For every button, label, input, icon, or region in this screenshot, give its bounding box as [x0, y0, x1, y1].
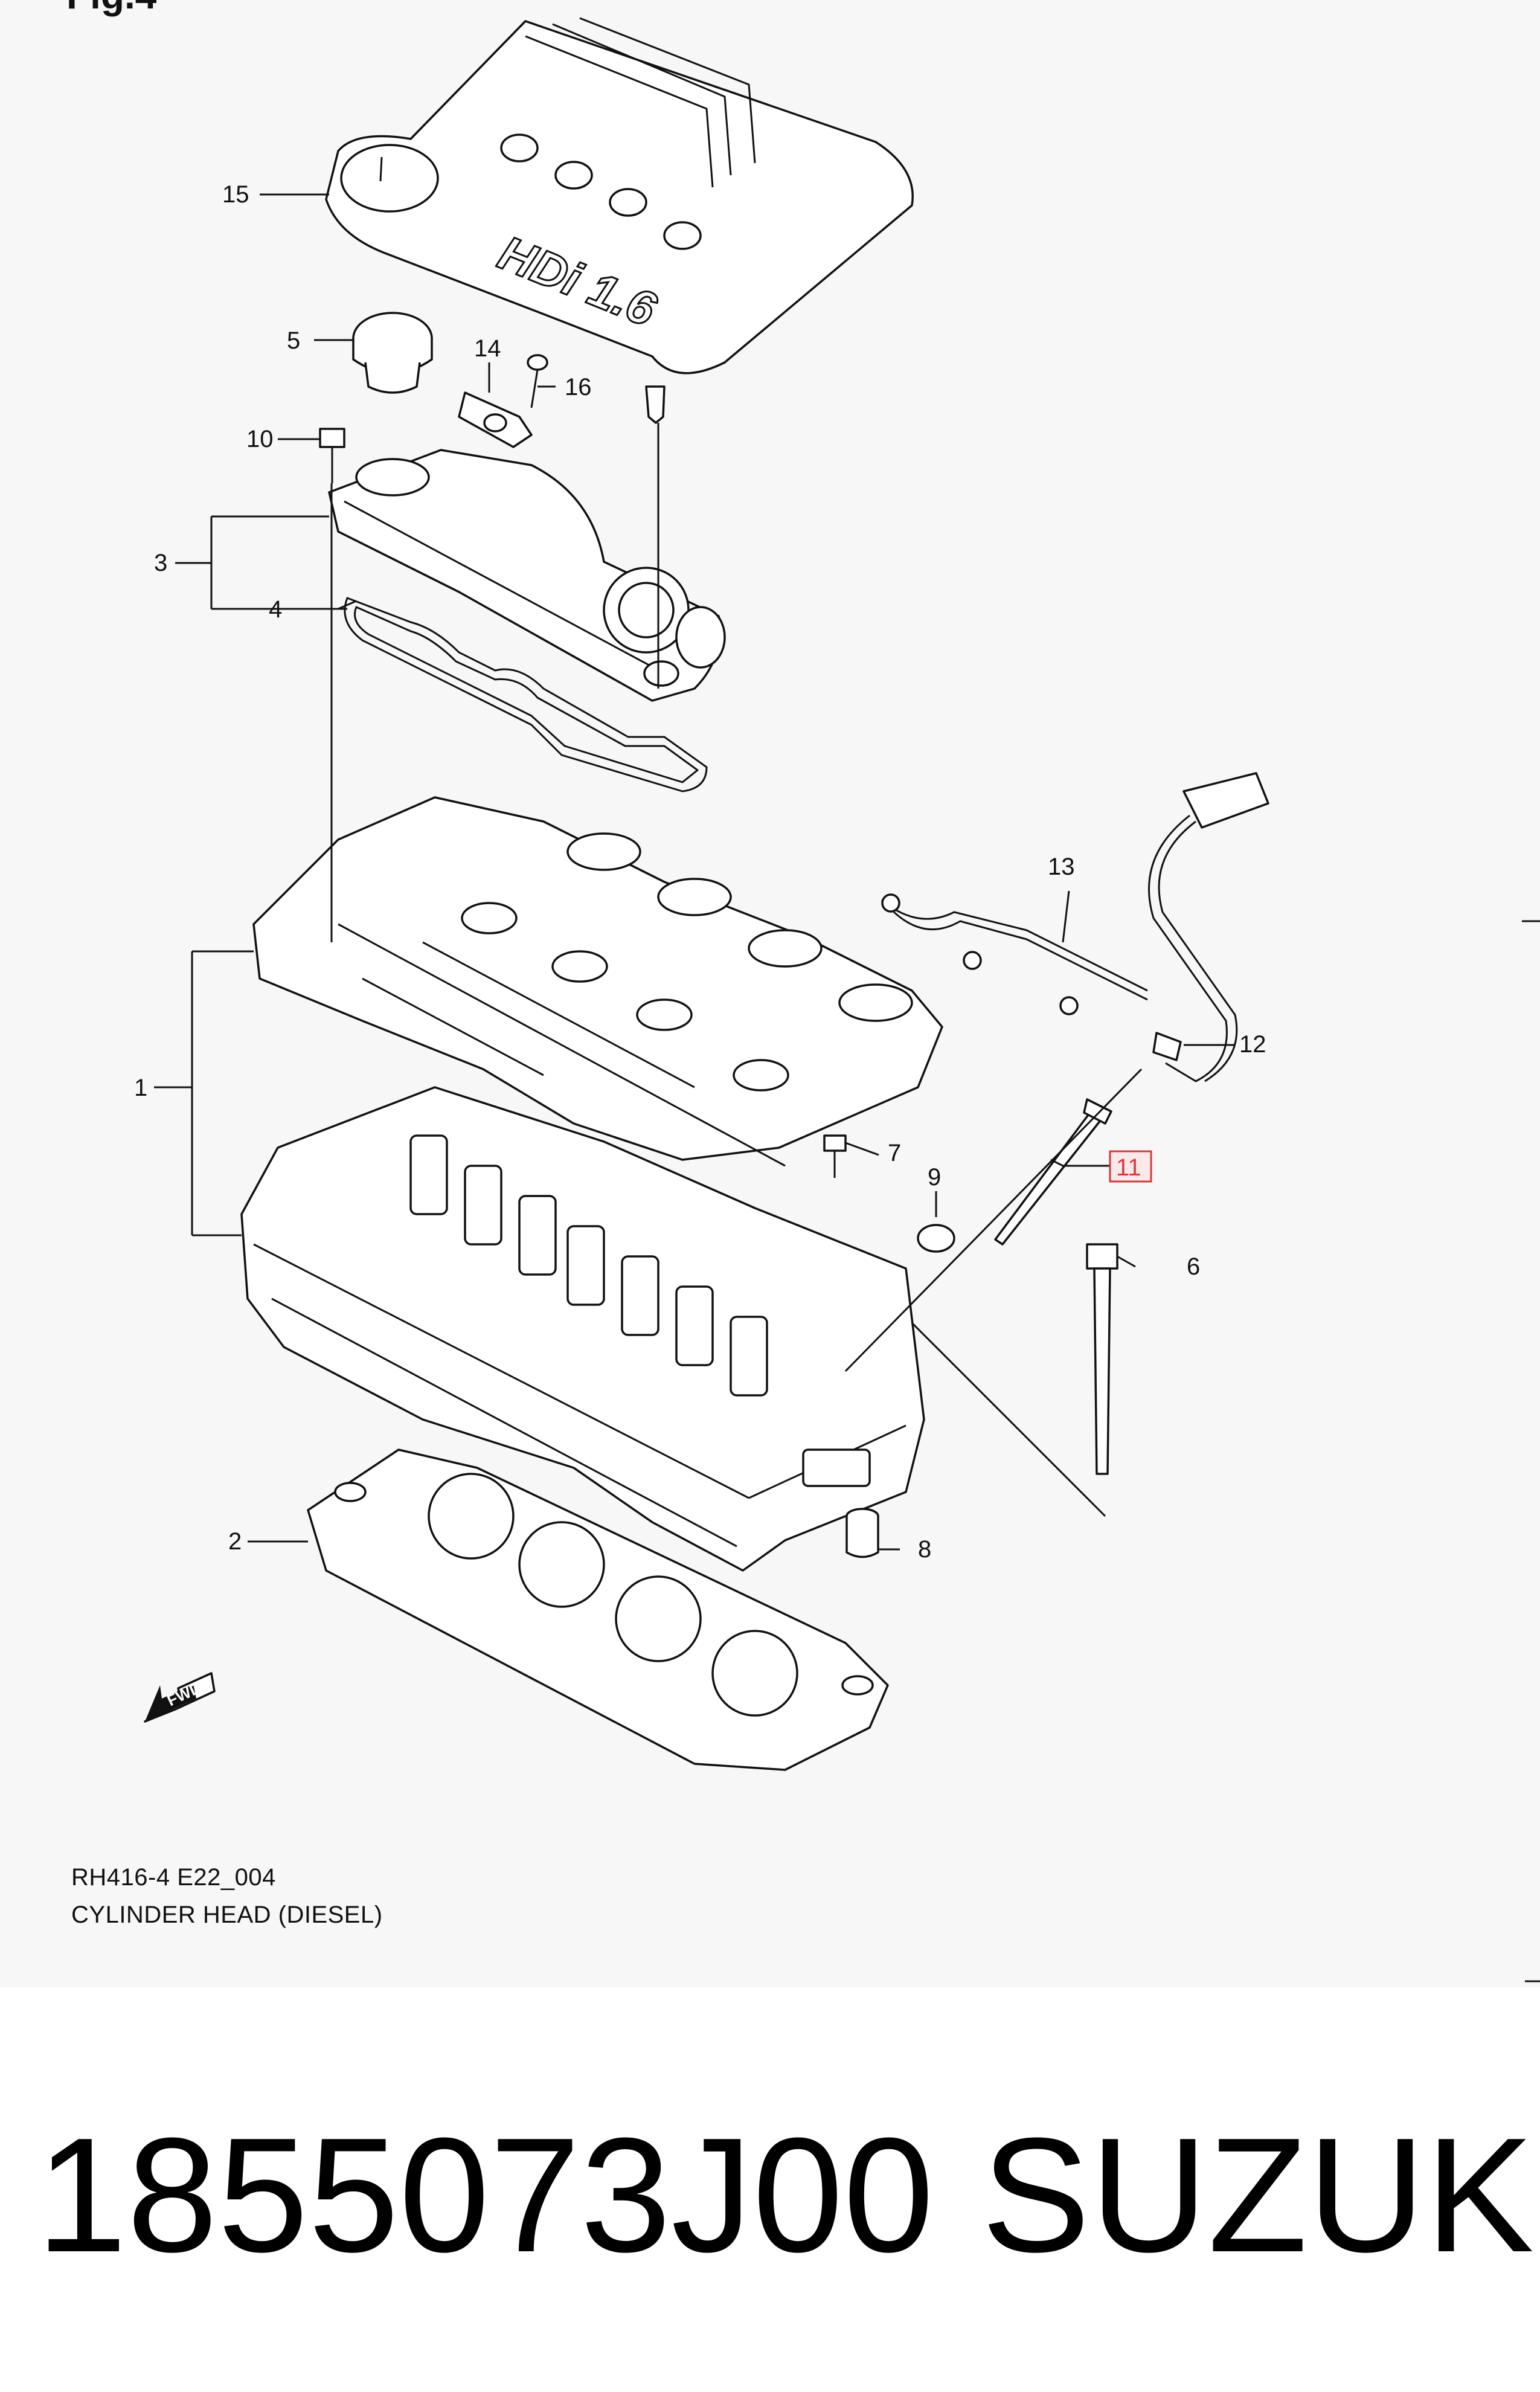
figure-title: CYLINDER HEAD (DIESEL) — [71, 1902, 383, 1928]
sensor-bolt — [527, 354, 548, 408]
callout-5: 5 — [287, 327, 300, 354]
brand-name: SUZUKI — [981, 2104, 1540, 2286]
oil-filler-cap — [352, 312, 433, 394]
dowel-sleeve — [845, 1508, 879, 1558]
glow-plug — [994, 1098, 1112, 1246]
callout-2: 2 — [228, 1528, 242, 1555]
figure-header: Fig.4 — [66, 0, 157, 17]
callouts: 15 5 14 16 10 3 4 13 12 1 7 11 9 6 2 8 — [134, 181, 1266, 1563]
callout-12: 12 — [1239, 1031, 1266, 1058]
cover-gasket — [344, 597, 708, 793]
figure-code: RH416-4 E22_004 — [71, 1864, 276, 1891]
callout-11-highlight-box — [1109, 1150, 1152, 1183]
exploded-view-diagram: Fig.4 HDi 1.6 — [66, 0, 1540, 1982]
head-bolt — [1086, 1243, 1118, 1475]
edge-marks — [1522, 920, 1540, 1982]
engine-cover: HDi 1.6 — [325, 17, 914, 424]
glow-plug-harness — [881, 772, 1269, 1082]
cylinder-head-cover — [328, 449, 726, 702]
small-bolt — [823, 1134, 847, 1178]
sealing-plug — [917, 1224, 955, 1253]
leader-lines — [154, 193, 1235, 1551]
part-number: 1855073J00 — [36, 2104, 934, 2286]
parts-diagram-panel: Fig.4 HDi 1.6 — [66, 0, 1540, 1982]
head-gasket — [307, 1448, 889, 1771]
callout-16: 16 — [565, 374, 592, 400]
callout-6: 6 — [1187, 1253, 1200, 1280]
callout-3: 3 — [154, 550, 167, 576]
camshaft-carrier — [252, 796, 943, 1167]
callout-11: 11 — [1116, 1154, 1141, 1181]
callout-4: 4 — [269, 596, 282, 623]
callout-14: 14 — [474, 335, 501, 362]
callout-9: 9 — [928, 1164, 941, 1191]
cylinder-head — [240, 1086, 925, 1572]
callout-15: 15 — [222, 181, 249, 208]
callout-13: 13 — [1048, 854, 1075, 880]
callout-10: 10 — [246, 426, 274, 452]
callout-7: 7 — [888, 1140, 901, 1166]
camshaft-sensor — [458, 391, 533, 448]
callout-8: 8 — [918, 1536, 931, 1563]
callout-1: 1 — [134, 1075, 147, 1101]
cover-bolt — [319, 428, 345, 483]
fwd-arrow-icon: FWD — [144, 1672, 216, 1723]
